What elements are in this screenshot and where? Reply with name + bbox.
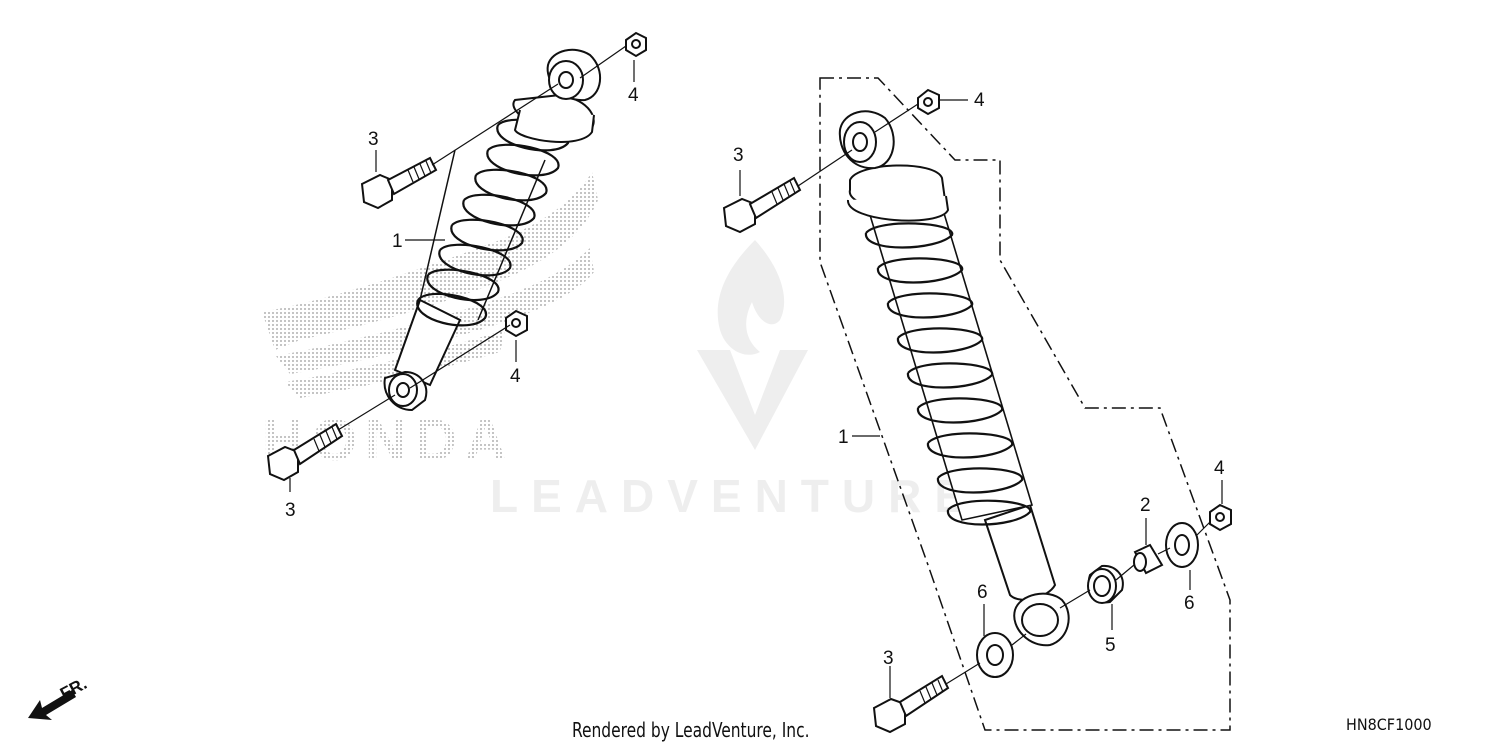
callout-numbers: 3 4 1 4 3 4 3 1 2 4 6 5 6 3: [285, 85, 1225, 669]
right-bottom-bolt: [872, 674, 950, 734]
left-bottom-bolt: [266, 422, 344, 482]
callout-left-bolt-bottom: 3: [285, 500, 296, 521]
right-collar: [1133, 543, 1164, 575]
callout-right-collar: 2: [1140, 495, 1151, 516]
right-top-nut: [917, 88, 940, 116]
callout-right-seal-right: 6: [1184, 593, 1195, 614]
callout-right-seal-left: 6: [977, 582, 988, 603]
callout-right-bolt-bottom: 3: [883, 648, 894, 669]
left-leader-lines: [289, 45, 635, 492]
callout-right-nut-top: 4: [974, 90, 985, 111]
callout-left-nut-top: 4: [628, 85, 639, 106]
right-leader-lines: [739, 99, 1223, 698]
watermark-text: LEADVENTURE: [490, 470, 978, 522]
right-dust-seal-left: [976, 632, 1014, 678]
left-top-nut: [625, 31, 647, 58]
left-shock-absorber: [383, 48, 602, 412]
diagram-code: HN8CF1000: [1346, 715, 1432, 734]
callout-right-shock: 1: [838, 427, 849, 448]
watermark-logo: [697, 240, 808, 450]
left-top-bolt: [360, 156, 438, 210]
right-shock-absorber: [838, 110, 1070, 647]
right-bottom-nut: [1209, 503, 1232, 532]
right-top-bolt: [722, 176, 802, 234]
front-direction-arrow: FR.: [28, 674, 90, 720]
right-dust-seal-right: [1165, 522, 1199, 568]
callout-right-bearing: 5: [1105, 635, 1116, 656]
rendered-by-footer: Rendered by LeadVenture, Inc.: [572, 718, 810, 742]
callout-right-bolt-top: 3: [733, 145, 744, 166]
callout-right-nut-bottom: 4: [1214, 458, 1225, 479]
brand-wing-graphic: [262, 172, 598, 398]
callout-left-shock: 1: [392, 231, 403, 252]
assembly-group-outline: [819, 77, 1231, 731]
left-bottom-nut: [505, 309, 528, 338]
callout-left-bolt-top: 3: [368, 129, 379, 150]
callout-left-nut-bottom: 4: [510, 366, 521, 387]
right-bearing: [1087, 564, 1124, 604]
